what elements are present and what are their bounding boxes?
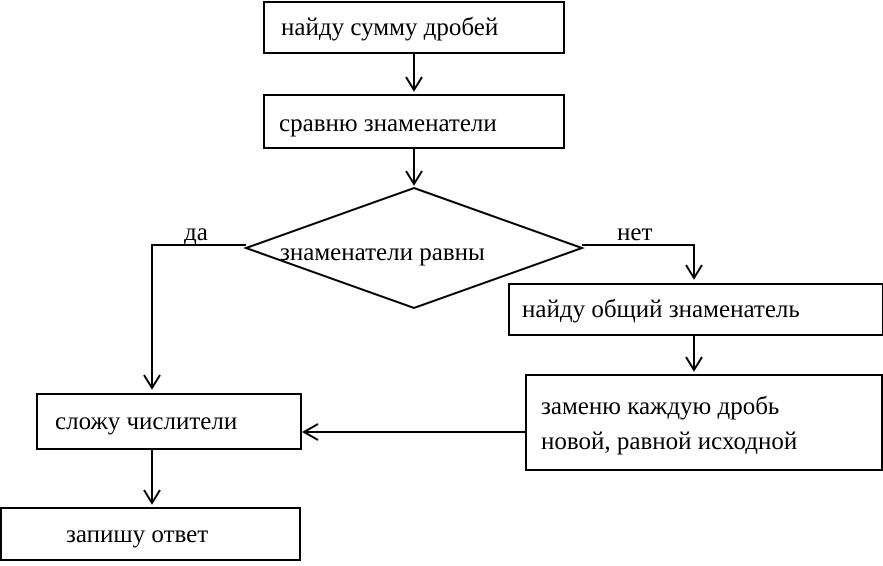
arrowhead-common-to-replace	[685, 356, 703, 372]
arrowhead-add-to-answer	[143, 489, 161, 505]
box-compare	[263, 94, 565, 149]
box-add-numerators-label: сложу числители	[55, 408, 237, 435]
box-add-numerators	[36, 393, 302, 450]
branch-yes-label: да	[184, 219, 208, 246]
box-replace-fractions-line1: заменю каждую дробь	[541, 393, 779, 420]
arrowhead-sum-to-compare	[405, 76, 423, 92]
box-find-sum-label: найду сумму дробей	[281, 14, 498, 41]
arrowhead-compare-to-decision	[405, 170, 423, 186]
box-replace-fractions-line2: новой, равной исходной	[541, 428, 797, 455]
decision-label: знаменатели равны	[280, 239, 485, 266]
arrowhead-yes	[143, 374, 161, 390]
box-find-sum	[263, 1, 565, 54]
branch-yes-line	[151, 244, 246, 388]
box-common-denominator-label: найду общий знаменатель	[522, 296, 800, 323]
branch-no-label: нет	[617, 219, 652, 246]
box-replace-fractions	[525, 374, 883, 471]
decision-diamond	[243, 186, 585, 310]
branch-no-line	[582, 244, 695, 278]
box-common-denominator	[508, 283, 883, 336]
arrowhead-replace-to-add	[301, 423, 319, 441]
box-compare-label: сравню знаменатели	[279, 110, 497, 137]
box-write-answer-label: запишу ответ	[66, 521, 208, 548]
arrowhead-no	[685, 264, 703, 280]
box-write-answer	[0, 507, 301, 561]
